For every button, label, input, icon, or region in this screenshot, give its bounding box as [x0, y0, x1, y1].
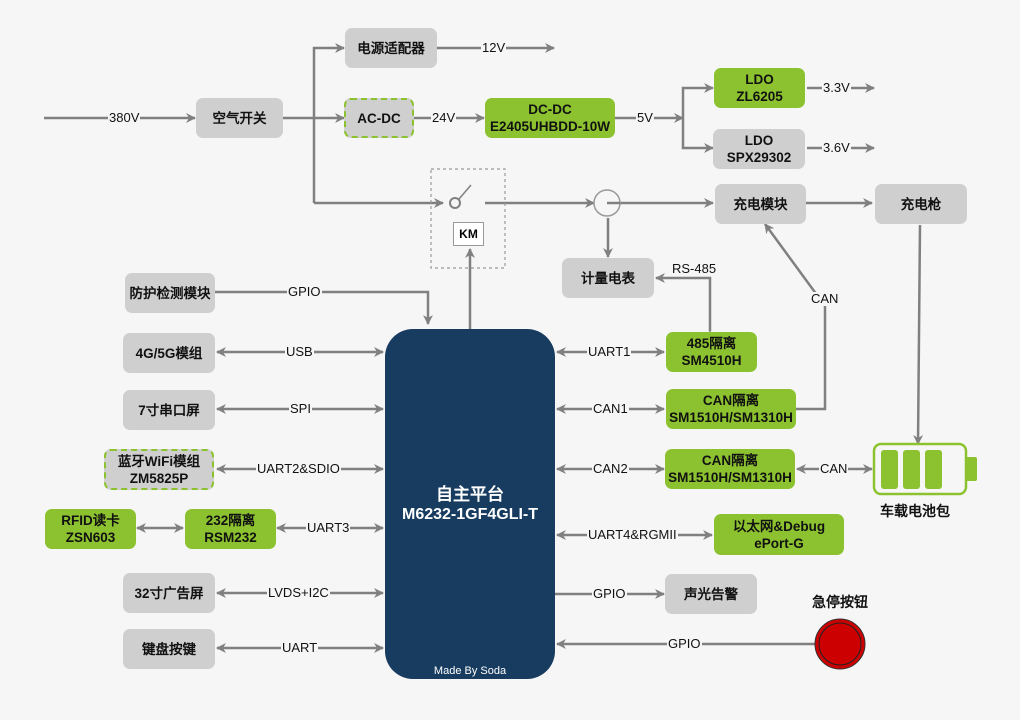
label-uart2: UART2&SDIO [256, 461, 341, 476]
label-380v: 380V [108, 110, 141, 125]
ldo2-line2: SPX29302 [726, 150, 792, 165]
charge-gun-label: 充电枪 [900, 196, 942, 212]
mcu-title: 自主平台 [436, 484, 504, 504]
wire-can-module [763, 223, 827, 414]
ldo2-line1: LDO [744, 133, 774, 148]
audio-visual-alarm-block[interactable]: 声光告警 [665, 574, 757, 614]
rs232-isolator-block[interactable]: 232隔离 RSM232 [185, 509, 276, 549]
battery-label: 车载电池包 [880, 503, 950, 519]
label-spi: SPI [289, 401, 312, 416]
label-uart4: UART4&RGMII [587, 527, 678, 542]
cellular-label: 4G/5G模组 [135, 345, 203, 361]
rs485-line1: 485隔离 [686, 336, 737, 351]
power-adapter-label: 电源适配器 [357, 40, 425, 56]
label-24v: 24V [431, 110, 457, 125]
label-can1: CAN1 [592, 401, 629, 416]
alarm-label: 声光告警 [684, 586, 738, 602]
contactor-frame [430, 168, 506, 269]
keypad-block[interactable]: 键盘按键 [123, 629, 215, 669]
keypad-label: 键盘按键 [142, 641, 196, 657]
dcdc-block[interactable]: DC-DC E2405UHBDD-10W [485, 98, 615, 138]
label-3v6: 3.6V [822, 140, 851, 155]
ad-screen-32in-block[interactable]: 32寸广告屏 [123, 573, 215, 613]
ethernet-line1: 以太网&Debug [732, 518, 826, 534]
label-uart: UART [281, 640, 319, 655]
wire-to-adapter [312, 43, 345, 203]
energy-meter-label: 计量电表 [581, 270, 635, 286]
estop-label: 急停按钮 [812, 594, 868, 610]
label-5v: 5V [636, 110, 654, 125]
serial-screen-7in-block[interactable]: 7寸串口屏 [123, 390, 215, 430]
ldo1-line2: ZL6205 [736, 89, 783, 104]
estop-button-icon [814, 618, 866, 670]
wire-5v-split-up [681, 83, 714, 118]
label-rs485: RS-485 [671, 261, 718, 276]
contactor-km-block[interactable]: KM [453, 222, 484, 246]
charge-module-label: 充电模块 [733, 196, 788, 212]
rfid-line2: ZSN603 [65, 530, 116, 545]
can1-iso-line2: SM1510H/SM1310H [669, 410, 793, 425]
label-can-module: CAN [810, 291, 840, 306]
label-3v3: 3.3V [822, 80, 851, 95]
acdc-block[interactable]: AC-DC [344, 98, 414, 138]
battery-icon [872, 442, 977, 496]
label-usb: USB [285, 344, 314, 359]
can2-iso-line1: CAN隔离 [701, 453, 759, 468]
mcu-platform-block[interactable]: 自主平台 M6232-1GF4GLI-T Made By Soda [385, 329, 555, 679]
ldo1-line1: LDO [745, 72, 774, 87]
charge-gun-block[interactable]: 充电枪 [875, 184, 967, 224]
can2-iso-line2: SM1510H/SM1310H [668, 470, 792, 485]
label-gpio-alarm: GPIO [592, 586, 627, 601]
km-label: KM [459, 227, 478, 241]
label-uart3: UART3 [306, 520, 351, 535]
acdc-label: AC-DC [357, 110, 401, 126]
ldo-spx29302-block[interactable]: LDO SPX29302 [713, 129, 805, 169]
label-gpio-estop: GPIO [667, 636, 702, 651]
ethernet-line2: ePort-G [754, 535, 804, 551]
rs485-line2: SM4510H [681, 353, 742, 368]
switch-contact [449, 197, 461, 209]
author-credit: Made By Soda [433, 665, 507, 677]
ethernet-debug-block[interactable]: 以太网&Debug ePort-G [714, 514, 844, 555]
bt-wifi-line1: 蓝牙WiFi模组 [117, 453, 201, 469]
rfid-reader-block[interactable]: RFID读卡 ZSN603 [45, 509, 136, 549]
power-adapter-block[interactable]: 电源适配器 [345, 28, 437, 68]
switch-blade [458, 184, 472, 200]
protection-detect-label: 防护检测模块 [129, 285, 211, 301]
label-can-battery: CAN [819, 461, 849, 476]
label-12v: 12V [481, 40, 507, 55]
rfid-line1: RFID读卡 [61, 513, 120, 528]
rs485-isolator-block[interactable]: 485隔离 SM4510H [666, 332, 757, 372]
bt-wifi-module-block[interactable]: 蓝牙WiFi模组 ZM5825P [104, 449, 214, 490]
ad-screen-label: 32寸广告屏 [134, 585, 204, 601]
wire-rs485 [655, 273, 715, 340]
label-lvds: LVDS+I2C [267, 585, 330, 600]
wire-5v-split-down [681, 118, 714, 153]
label-can2: CAN2 [592, 461, 629, 476]
air-breaker-block[interactable]: 空气开关 [196, 98, 283, 138]
ldo-zl6205-block[interactable]: LDO ZL6205 [714, 68, 805, 108]
wire-gpio-protect [215, 290, 433, 325]
charge-module-block[interactable]: 充电模块 [715, 184, 806, 224]
label-uart1: UART1 [587, 344, 632, 359]
rs232-line1: 232隔离 [205, 513, 256, 528]
air-breaker-label: 空气开关 [212, 110, 267, 126]
protection-detect-block[interactable]: 防护检测模块 [125, 273, 215, 313]
mcu-model: M6232-1GF4GLI-T [401, 505, 539, 523]
dcdc-line2: E2405UHBDD-10W [489, 119, 611, 134]
cellular-4g5g-block[interactable]: 4G/5G模组 [123, 333, 215, 373]
can-isolator-2-block[interactable]: CAN隔离 SM1510H/SM1310H [665, 449, 795, 489]
dcdc-line1: DC-DC [528, 102, 572, 117]
label-gpio-protect: GPIO [287, 284, 322, 299]
serial-screen-label: 7寸串口屏 [138, 402, 200, 418]
rs232-line2: RSM232 [204, 530, 257, 545]
energy-meter-block[interactable]: 计量电表 [562, 258, 654, 298]
bt-wifi-line2: ZM5825P [129, 470, 189, 486]
can-isolator-1-block[interactable]: CAN隔离 SM1510H/SM1310H [666, 389, 796, 429]
wire-gun-to-battery [913, 224, 924, 445]
can1-iso-line1: CAN隔离 [702, 393, 760, 408]
